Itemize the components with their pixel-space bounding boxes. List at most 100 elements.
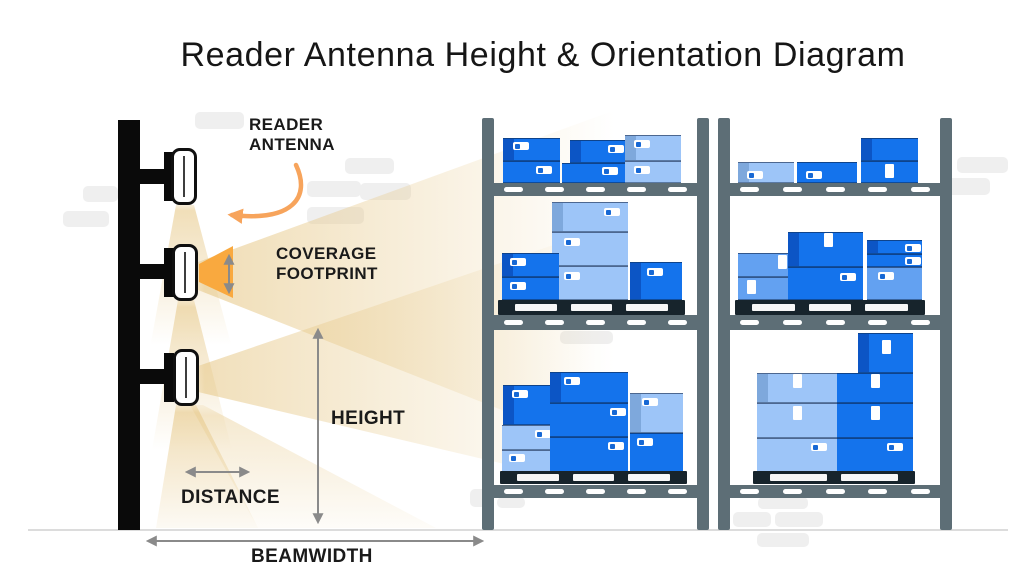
box-label — [840, 273, 856, 281]
pallet — [498, 300, 685, 315]
beam-dash — [586, 489, 605, 494]
box-tape-notch — [885, 164, 894, 178]
box-side — [861, 139, 872, 160]
decor-rect — [307, 207, 364, 224]
decor-rect — [307, 181, 361, 197]
height-label: HEIGHT — [331, 408, 406, 429]
box-side — [630, 263, 641, 299]
decor-rect — [195, 112, 244, 129]
box-side — [867, 241, 878, 253]
beam-dash — [740, 187, 759, 192]
decor-rect — [560, 331, 613, 344]
box-label — [510, 282, 526, 290]
cargo-box — [858, 333, 913, 373]
cargo-box — [757, 438, 837, 472]
mounting-pole — [118, 120, 140, 530]
cargo-box — [503, 138, 560, 161]
beam-dash — [668, 187, 687, 192]
beam-dash — [668, 320, 687, 325]
pallet — [500, 471, 687, 484]
decor-rect — [345, 158, 394, 174]
box-label — [512, 390, 528, 398]
cargo-box — [837, 403, 913, 438]
decor-rect — [947, 178, 990, 195]
box-label — [905, 244, 921, 252]
beam-dash — [504, 320, 523, 325]
beam-dash — [868, 320, 888, 325]
cargo-box — [867, 267, 922, 300]
box-side — [550, 373, 561, 402]
box-label — [610, 408, 626, 416]
box-label — [564, 238, 580, 246]
box-label — [637, 438, 653, 446]
rack-beam — [482, 315, 709, 330]
box-label — [535, 430, 551, 438]
beam-dash — [782, 187, 802, 192]
box-tape-notch — [882, 340, 891, 354]
box-label — [642, 398, 658, 406]
cargo-box — [738, 253, 793, 277]
cargo-box — [625, 161, 681, 183]
antenna-radome-line — [185, 357, 187, 398]
beam-dash — [782, 489, 802, 494]
pallet-slot — [841, 474, 898, 481]
cargo-box — [867, 254, 922, 267]
pallet-slot — [752, 304, 795, 311]
box-label — [634, 140, 650, 148]
pallet-slot — [628, 474, 671, 481]
reader-antenna-top — [171, 148, 197, 205]
cargo-box — [797, 162, 857, 183]
box-label — [608, 442, 624, 450]
box-tape-notch — [871, 374, 880, 388]
reader-antenna-middle — [172, 244, 198, 301]
cargo-box — [552, 202, 628, 232]
coverage-footprint-cone — [199, 246, 233, 298]
pallet — [735, 300, 925, 315]
box-side — [552, 203, 563, 231]
decor-rect — [63, 211, 109, 227]
reader-antenna-bottom — [173, 349, 199, 406]
box-label — [634, 166, 650, 174]
beam-dash — [545, 320, 564, 325]
pallet-slot — [626, 304, 669, 311]
cargo-box — [757, 373, 837, 403]
beam-dash — [504, 489, 523, 494]
beam-dash — [586, 320, 605, 325]
beam-dash — [545, 489, 564, 494]
box-side — [630, 394, 641, 432]
box-side — [570, 141, 581, 162]
box-tape-notch — [793, 374, 802, 388]
pallet-slot — [865, 304, 909, 311]
beam-dash — [911, 489, 930, 494]
cargo-box — [788, 267, 863, 300]
box-tape-notch — [824, 233, 833, 247]
box-label — [513, 142, 529, 150]
cargo-box — [861, 138, 918, 161]
cargo-box — [738, 162, 794, 183]
coverage-footprint-label: COVERAGE FOOTPRINT — [276, 244, 378, 283]
rack-beam — [718, 183, 952, 196]
beam-dash — [740, 489, 759, 494]
beam-dash — [586, 187, 605, 192]
box-tape-notch — [778, 255, 787, 269]
cargo-box — [625, 135, 681, 161]
cargo-box — [630, 393, 683, 433]
beam-dash — [782, 320, 802, 325]
beam-dash — [627, 489, 646, 494]
pallet — [753, 471, 915, 484]
box-label — [608, 145, 624, 153]
antenna-radome-line — [184, 252, 186, 293]
box-tape-notch — [747, 280, 756, 294]
box-tape-notch — [871, 406, 880, 420]
pallet-slot — [515, 304, 557, 311]
beam-dash — [825, 320, 845, 325]
cargo-box — [837, 438, 913, 472]
cargo-box — [502, 253, 559, 277]
beam-dash — [868, 489, 888, 494]
cargo-box — [570, 140, 631, 163]
cargo-box — [738, 277, 793, 300]
beam-dash — [545, 187, 564, 192]
decor-rect — [775, 512, 823, 527]
cargo-box — [630, 433, 683, 472]
cargo-box — [552, 232, 628, 266]
